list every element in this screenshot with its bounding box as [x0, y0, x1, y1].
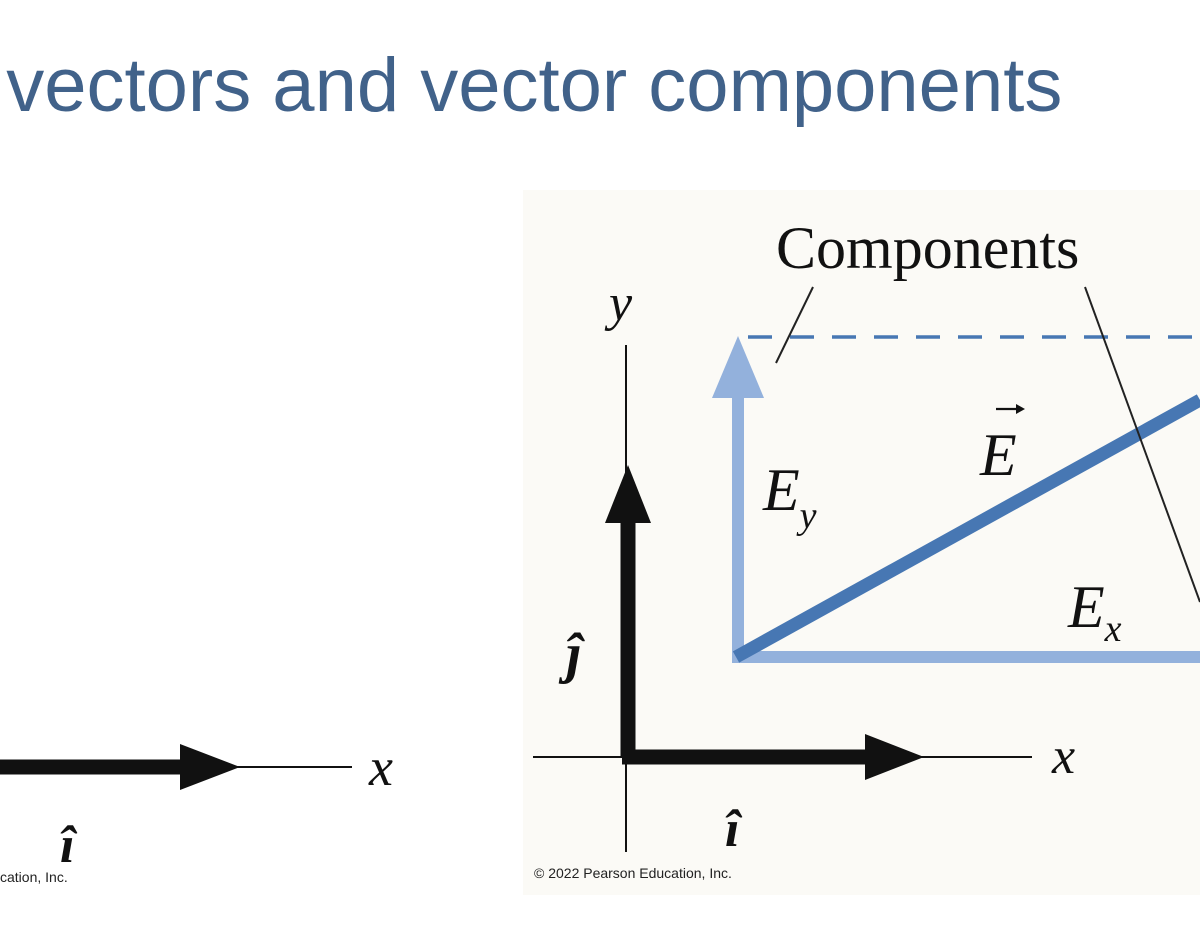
vector-e-line — [732, 394, 1200, 663]
right-x-axis-label: x — [1051, 728, 1075, 785]
ey-label-sub: y — [796, 495, 817, 537]
right-figure-panel — [523, 190, 1200, 895]
slide-title: t vectors and vector components — [0, 43, 1063, 128]
ex-label-sub: x — [1104, 608, 1122, 650]
ey-label: Ey — [762, 457, 817, 537]
components-leader-line-right — [1084, 286, 1200, 603]
unit-j-label: ĵ — [558, 623, 585, 685]
ex-label-base: E — [1067, 574, 1105, 640]
left-x-axis-label: x — [368, 737, 393, 797]
components-label: Components — [776, 215, 1079, 281]
unit-i-label: î — [725, 801, 743, 858]
components-leader-line-left — [775, 286, 814, 364]
left-unit-i-label: î — [60, 817, 78, 874]
unit-i-arrowhead — [865, 734, 924, 780]
ey-label-base: E — [762, 457, 800, 523]
left-copyright: cation, Inc. — [0, 869, 68, 885]
ex-label: Ex — [1067, 574, 1122, 650]
vector-e-label: E — [979, 422, 1017, 488]
right-figure: Components y x E Ey Ex ĵ î — [533, 215, 1200, 858]
left-unit-i-arrowhead — [180, 744, 240, 790]
vector-arrow-icon — [996, 404, 1025, 414]
right-y-axis-label: y — [604, 275, 633, 332]
ey-component-arrowhead — [712, 336, 764, 398]
unit-j-arrowhead — [605, 465, 651, 523]
left-figure: x î — [0, 737, 393, 874]
right-copyright: © 2022 Pearson Education, Inc. — [534, 865, 732, 881]
